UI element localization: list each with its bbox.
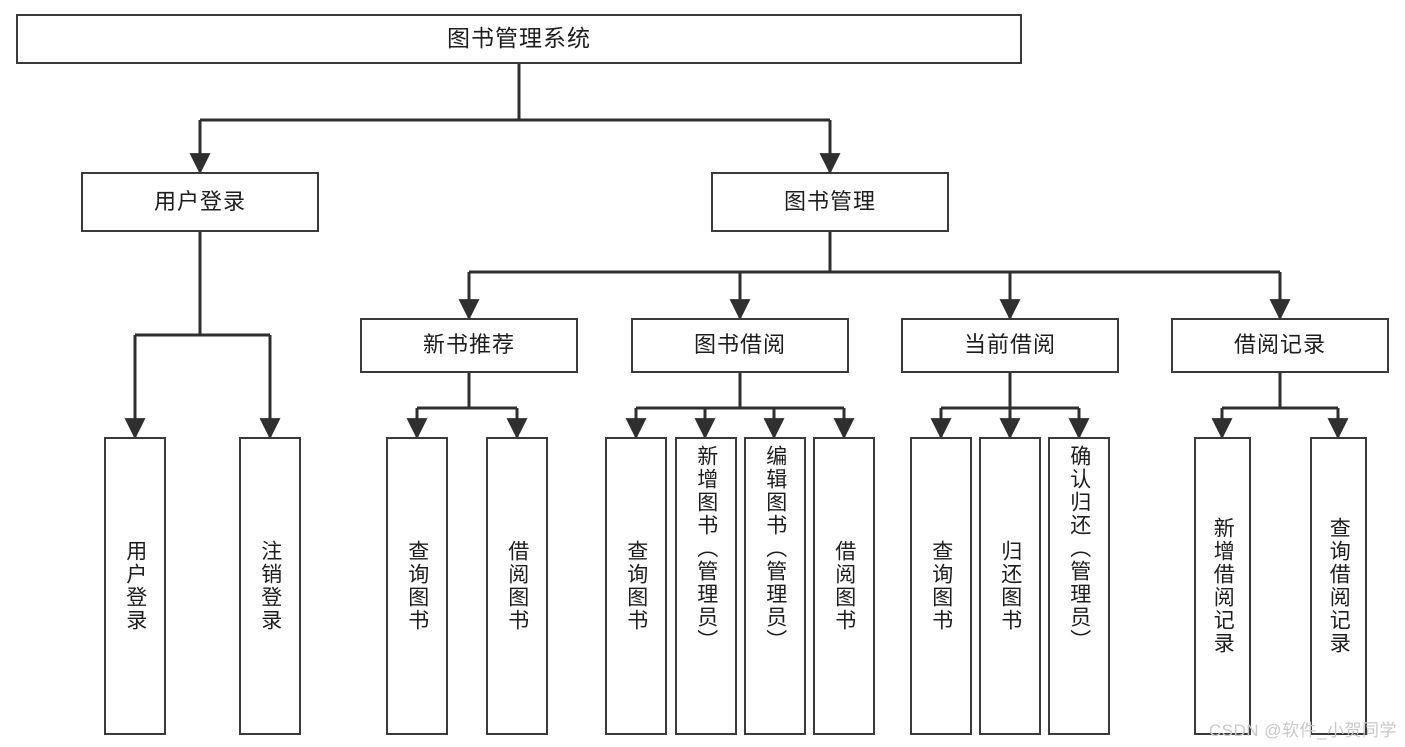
node-label: 查询图书	[624, 540, 648, 632]
node-label: 查询图书	[929, 540, 953, 632]
watermark: CSDN @软件_小贺同学	[1208, 721, 1397, 740]
leaf-new-book-query[interactable]: 查询图书	[386, 437, 448, 735]
leaf-new-book-borrow[interactable]: 借阅图书	[486, 437, 548, 735]
leaf-borrow-borrow-book[interactable]: 借阅图书	[813, 437, 875, 735]
node-label: 新书推荐	[422, 332, 515, 358]
leaf-current-query-book[interactable]: 查询图书	[910, 437, 972, 735]
node-current-borrow[interactable]: 当前借阅	[901, 318, 1119, 373]
node-label: 图书借阅	[693, 332, 786, 358]
leaf-current-confirm-return-admin[interactable]: 确认归还（管理员）	[1048, 437, 1110, 735]
node-label: 借阅记录	[1233, 332, 1326, 358]
leaf-borrow-add-book-admin[interactable]: 新增图书（管理员）	[675, 437, 737, 735]
leaf-records-query-record[interactable]: 查询借阅记录	[1310, 437, 1367, 735]
node-label: 查询图书	[405, 540, 429, 632]
node-label: 当前借阅	[963, 332, 1056, 358]
node-label: 图书管理系统	[447, 25, 591, 52]
leaf-borrow-query-book[interactable]: 查询图书	[605, 437, 667, 735]
node-book-borrow[interactable]: 图书借阅	[631, 318, 849, 373]
leaf-borrow-edit-book-admin[interactable]: 编辑图书（管理员）	[744, 437, 806, 735]
node-label: 用户登录	[153, 188, 246, 214]
node-label: 借阅图书	[505, 540, 529, 632]
node-label: 查询借阅记录	[1327, 517, 1351, 655]
node-new-book-recommend[interactable]: 新书推荐	[360, 318, 578, 373]
node-label: 归还图书	[998, 540, 1022, 632]
leaf-records-add-record[interactable]: 新增借阅记录	[1194, 437, 1251, 735]
node-label: 注销登录	[258, 540, 282, 632]
node-label: 确认归还（管理员）	[1067, 445, 1091, 652]
node-label: 用户登录	[123, 540, 147, 632]
node-label: 借阅图书	[832, 540, 856, 632]
node-label: 新增借阅记录	[1211, 517, 1235, 655]
node-user-login[interactable]: 用户登录	[81, 172, 319, 232]
leaf-current-return-book[interactable]: 归还图书	[979, 437, 1041, 735]
leaf-user-login-signin[interactable]: 用户登录	[104, 437, 166, 735]
node-borrow-records[interactable]: 借阅记录	[1171, 318, 1389, 373]
leaf-user-login-signout[interactable]: 注销登录	[239, 437, 301, 735]
node-label: 编辑图书（管理员）	[763, 445, 787, 652]
node-label: 新增图书（管理员）	[694, 445, 718, 652]
node-root-system[interactable]: 图书管理系统	[16, 14, 1022, 64]
node-book-management[interactable]: 图书管理	[711, 172, 949, 232]
node-label: 图书管理	[783, 188, 876, 214]
